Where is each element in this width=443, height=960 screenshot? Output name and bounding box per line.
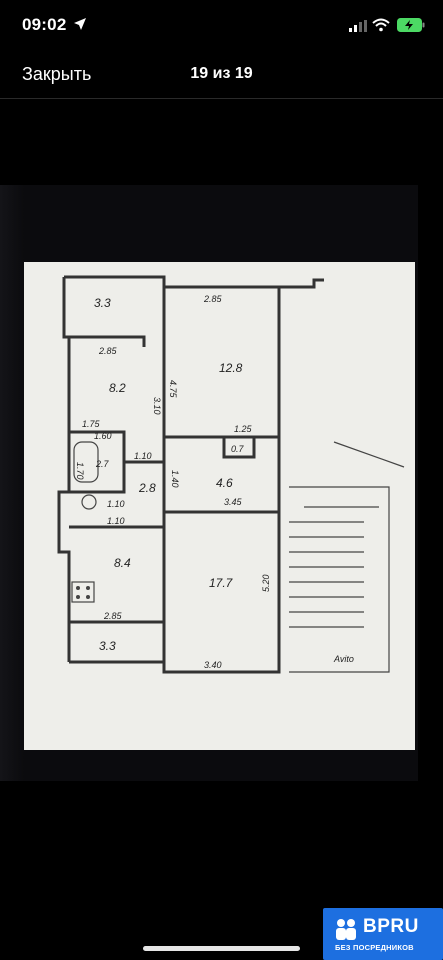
dimension-label: 5.20	[261, 574, 271, 592]
room-area-label: 3.3	[99, 639, 116, 653]
room-area-label: 4.6	[216, 476, 233, 490]
status-bar: 09:02	[0, 0, 443, 52]
floor-plan-image: 3.3 12.8 8.2 0.7 2.7 2.8 4.6 8.4 17.7 3.…	[24, 262, 415, 750]
home-indicator[interactable]	[143, 946, 300, 951]
dimension-label: 1.10	[107, 516, 125, 526]
room-area-label: 17.7	[209, 576, 234, 590]
dimension-label: 1.75	[82, 419, 101, 429]
room-area-label: 2.7	[95, 459, 110, 469]
room-area-label: 2.8	[138, 481, 156, 495]
room-area-label: 3.3	[94, 296, 111, 310]
dimension-label: 1.25	[234, 424, 253, 434]
dimension-label: 2.85	[103, 611, 123, 621]
cellular-signal-icon	[349, 20, 367, 32]
nav-bar: Закрыть 19 из 19	[0, 52, 443, 99]
room-area-label: 12.8	[219, 361, 243, 375]
dimension-label: 2.85	[98, 346, 118, 356]
dimension-label: 3.40	[204, 660, 222, 670]
wifi-icon	[372, 18, 390, 32]
plan-watermark: Avito	[333, 654, 354, 664]
monitor-edge	[0, 185, 24, 781]
room-area-label: 8.4	[114, 556, 131, 570]
bpru-title: BPRU	[363, 916, 419, 937]
dimension-label: 1.60	[94, 431, 112, 441]
bpru-subtitle: БЕЗ ПОСРЕДНИКОВ	[335, 943, 414, 952]
close-button[interactable]: Закрыть	[22, 64, 92, 84]
stove-icon	[71, 581, 95, 603]
dimension-label: 1.10	[134, 451, 152, 461]
bathtub-icon	[73, 441, 99, 483]
dimension-label: 2.85	[203, 294, 223, 304]
dimension-label: 3.10	[152, 397, 162, 415]
battery-charging-icon	[397, 18, 425, 32]
dimension-label: 1.10	[107, 499, 125, 509]
toilet-icon	[81, 494, 97, 510]
dimension-label: 3.45	[224, 497, 243, 507]
dimension-label: 1.40	[170, 470, 180, 488]
dimension-label: 4.75	[168, 380, 178, 399]
room-area-label: 8.2	[109, 381, 126, 395]
room-area-label: 0.7	[231, 444, 245, 454]
status-time: 09:02	[22, 15, 67, 34]
location-arrow-icon	[74, 18, 86, 30]
bpru-badge[interactable]: BPRU БЕЗ ПОСРЕДНИКОВ	[323, 908, 443, 960]
photo-viewer[interactable]: 3.3 12.8 8.2 0.7 2.7 2.8 4.6 8.4 17.7 3.…	[0, 185, 425, 954]
dimension-label: 1.70	[75, 462, 85, 480]
people-logo-icon	[336, 919, 356, 940]
photo-counter: 19 из 19	[190, 65, 253, 82]
